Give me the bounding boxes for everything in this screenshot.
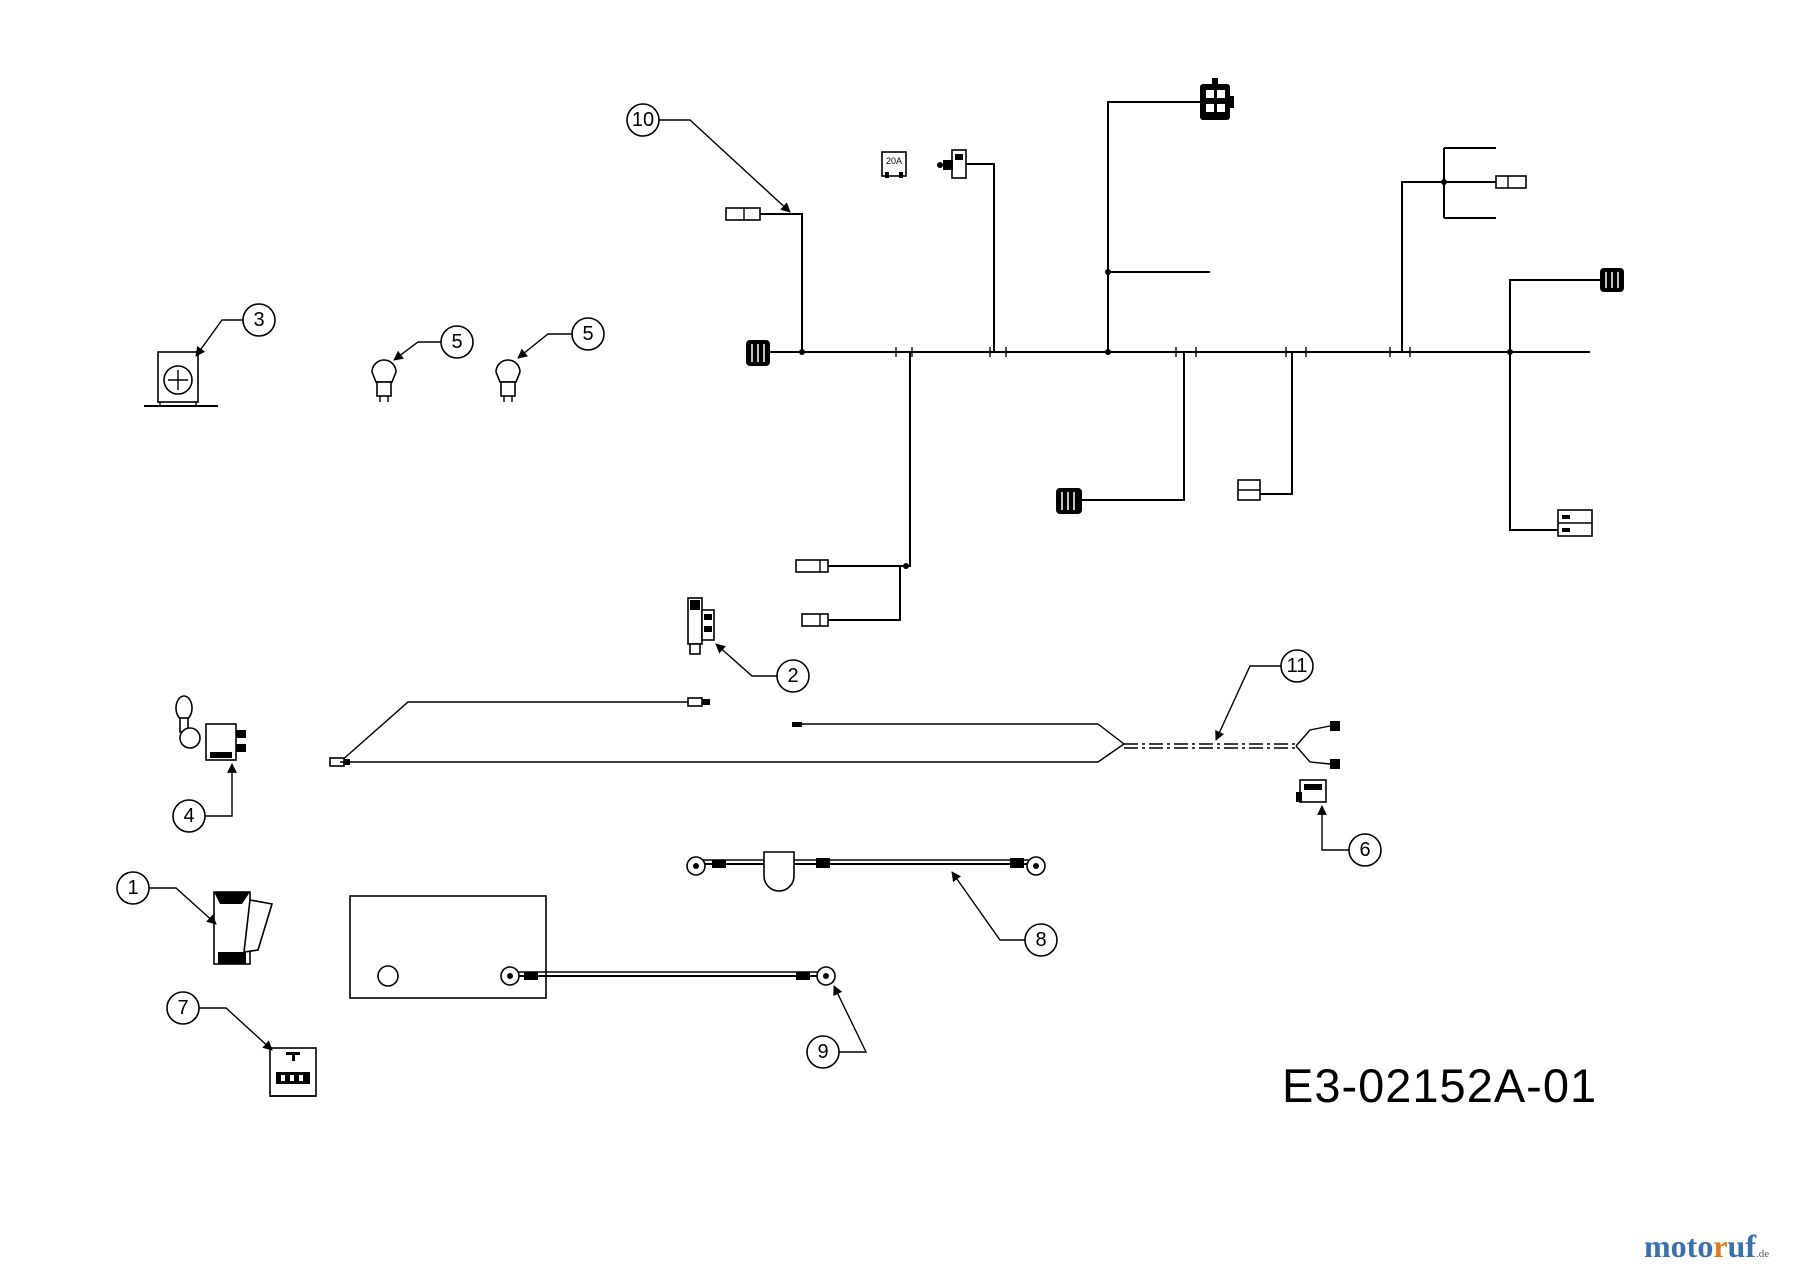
main-wiring-harness: 20A [725, 78, 1624, 627]
svg-text:7: 7 [177, 997, 188, 1019]
socket-box [269, 1047, 317, 1097]
callout-8: 8 [951, 871, 1058, 957]
callout-7: 7 [166, 991, 273, 1051]
connector-icon [937, 149, 967, 179]
svg-text:1: 1 [127, 877, 138, 899]
ignition-switch [205, 723, 246, 761]
callout-10: 10 [626, 103, 791, 213]
callout-2: 2 [715, 643, 810, 693]
callout-3: 3 [195, 303, 276, 357]
connector-icon [1056, 488, 1082, 514]
callout-9: 9 [806, 985, 868, 1069]
headlight-socket [144, 351, 218, 407]
watermark-logo: motoruf.de [1644, 1228, 1769, 1265]
connector-icon [1200, 78, 1234, 120]
callout-6: 6 [1317, 805, 1382, 867]
watermark-tld: .de [1755, 1248, 1770, 1260]
svg-text:9: 9 [817, 1041, 828, 1063]
svg-text:11: 11 [1287, 655, 1308, 677]
connector-icon [1600, 268, 1624, 292]
key-icon [175, 695, 201, 749]
callout-5b: 5 [517, 317, 605, 359]
svg-text:4: 4 [183, 805, 194, 827]
fuse-icon: 20A [881, 151, 907, 178]
callout-5a: 5 [393, 325, 474, 361]
battery-cable [686, 851, 1046, 892]
secondary-wiring-harness [329, 697, 1340, 769]
callout-1: 1 [116, 871, 217, 925]
svg-text:8: 8 [1035, 929, 1046, 951]
callout-4: 4 [172, 763, 237, 833]
svg-text:5: 5 [582, 323, 593, 345]
bulb-icon [495, 359, 521, 402]
ground-cable [500, 966, 836, 986]
connector-icon [1557, 509, 1593, 537]
switch-icon [213, 891, 274, 965]
bulb-icon [371, 359, 397, 402]
plug-connector [1296, 779, 1327, 803]
svg-text:6: 6 [1359, 839, 1370, 861]
drawing-code: E3-02152A-01 [1282, 1059, 1598, 1112]
watermark-part3: uf [1727, 1228, 1756, 1264]
connector-icon [746, 340, 770, 366]
callout-11: 11 [1215, 649, 1314, 741]
svg-text:5: 5 [451, 331, 462, 353]
relay-icon [687, 597, 715, 655]
svg-text:20A: 20A [886, 156, 902, 166]
svg-text:2: 2 [787, 665, 798, 687]
watermark-part2: r [1713, 1228, 1728, 1264]
svg-text:3: 3 [253, 309, 264, 331]
watermark-part1: moto [1644, 1228, 1714, 1264]
svg-text:10: 10 [632, 109, 654, 131]
